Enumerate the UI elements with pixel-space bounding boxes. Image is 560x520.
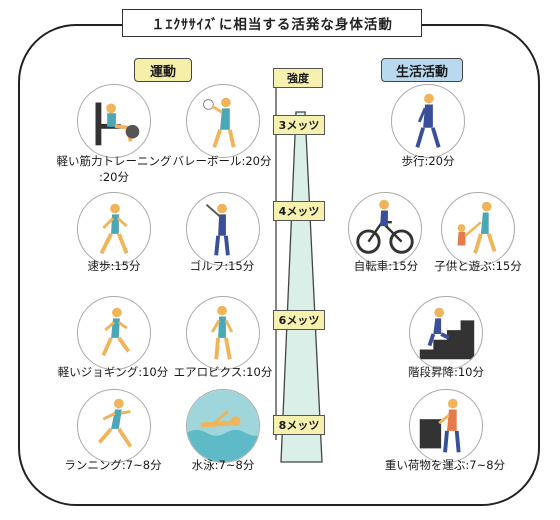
- running-label: ランニング:7~8分: [64, 458, 162, 472]
- playing-with-child-icon: [441, 192, 515, 266]
- bicycle-label: 自転車:15分: [353, 259, 419, 273]
- daily-life-header: 生活活動: [381, 58, 463, 82]
- weight-training-label: 軽い筋力トレーニング :20分: [56, 154, 172, 184]
- level-3-mets: 3メッツ: [273, 115, 325, 135]
- walking-icon: [391, 84, 465, 158]
- weight-training-icon: [77, 84, 151, 158]
- page-title: １ｴｸｻｻｲｽﾞに相当する活発な身体活動: [122, 9, 422, 37]
- carrying-load-icon: [409, 389, 483, 463]
- level-6-mets: 6メッツ: [273, 310, 325, 330]
- swimming-label: 水泳:7~8分: [191, 458, 255, 472]
- golf-label: ゴルフ:15分: [189, 259, 255, 273]
- exercise-header: 運動: [134, 58, 192, 82]
- jogging-label: 軽いジョギング:10分: [57, 365, 169, 379]
- playing-with-child-label: 子供と遊ぶ:15分: [434, 259, 522, 273]
- volleyball-icon: [186, 84, 260, 158]
- aerobics-icon: [186, 296, 260, 370]
- golf-icon: [186, 192, 260, 266]
- intensity-label: 強度: [273, 68, 323, 88]
- carrying-load-label: 重い荷物を運ぶ:7~8分: [384, 458, 506, 472]
- brisk-walking-label: 速歩:15分: [87, 259, 141, 273]
- bicycle-icon: [348, 192, 422, 266]
- stairs-icon: [409, 296, 483, 370]
- aerobics-label: エアロビクス:10分: [173, 365, 273, 379]
- brisk-walking-icon: [77, 192, 151, 266]
- level-8-mets: 8メッツ: [273, 415, 325, 435]
- running-icon: [77, 389, 151, 463]
- swimming-icon: [186, 389, 260, 463]
- level-4-mets: 4メッツ: [273, 201, 325, 221]
- jogging-icon: [77, 296, 151, 370]
- stairs-label: 階段昇降:10分: [407, 365, 484, 379]
- walking-label: 歩行:20分: [401, 154, 455, 168]
- volleyball-label: バレーボール:20分: [172, 154, 272, 168]
